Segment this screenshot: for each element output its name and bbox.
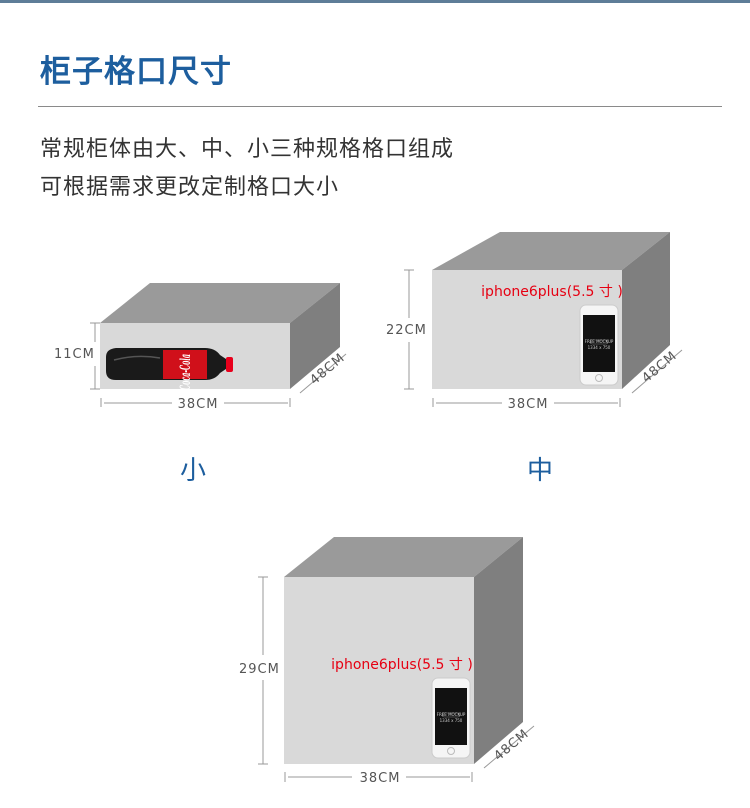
- medium-phone-icon: FREE MOCKUP 1334 x 750: [579, 304, 619, 386]
- medium-size-label: 中: [527, 456, 553, 486]
- large-box-side-face: [474, 537, 523, 764]
- medium-box-top-face: [432, 232, 670, 270]
- small-box-side-face: [290, 283, 340, 389]
- medium-phone-label: iphone6plus(5.5 寸 ): [481, 284, 623, 300]
- title-divider: [38, 106, 722, 107]
- large-phone-icon: FREE MOCKUP 1334 x 750: [431, 677, 471, 759]
- medium-height-label: 22CM: [386, 323, 427, 338]
- large-height-label: 29CM: [239, 662, 280, 677]
- large-width-label: 38CM: [360, 771, 401, 786]
- small-width-label: 38CM: [178, 397, 219, 412]
- top-accent-bar: [0, 0, 750, 3]
- large-phone-label: iphone6plus(5.5 寸 ): [331, 657, 473, 673]
- small-box-top-face: [100, 283, 340, 323]
- large-box: iphone6plus(5.5 寸 ) FREE MOCKUP 1334 x 7…: [239, 537, 535, 786]
- medium-width-label: 38CM: [508, 397, 549, 412]
- description-line-1: 常规柜体由大、中、小三种规格格口组成: [40, 137, 455, 162]
- medium-box: iphone6plus(5.5 寸 ) FREE MOCKUP 1334 x 7…: [386, 232, 683, 486]
- small-height-label: 11CM: [54, 347, 95, 362]
- cola-bottle-icon: Coca-Cola: [106, 348, 233, 390]
- small-box: Coca-Cola 11CM 38CM 48CM 小: [54, 283, 348, 486]
- large-box-top-face: [284, 537, 523, 577]
- description-line-2: 可根据需求更改定制格口大小: [40, 175, 340, 200]
- large-screen-text: FREE MOCKUP: [437, 712, 466, 717]
- medium-screen-size: 1334 x 750: [588, 345, 611, 350]
- medium-screen-text: FREE MOCKUP: [585, 339, 614, 344]
- page-title: 柜子格口尺寸: [40, 54, 232, 90]
- medium-box-side-face: [622, 232, 670, 389]
- small-size-label: 小: [180, 456, 206, 486]
- large-screen-size: 1334 x 750: [440, 718, 463, 723]
- bottle-brand-text: Coca-Cola: [178, 354, 194, 390]
